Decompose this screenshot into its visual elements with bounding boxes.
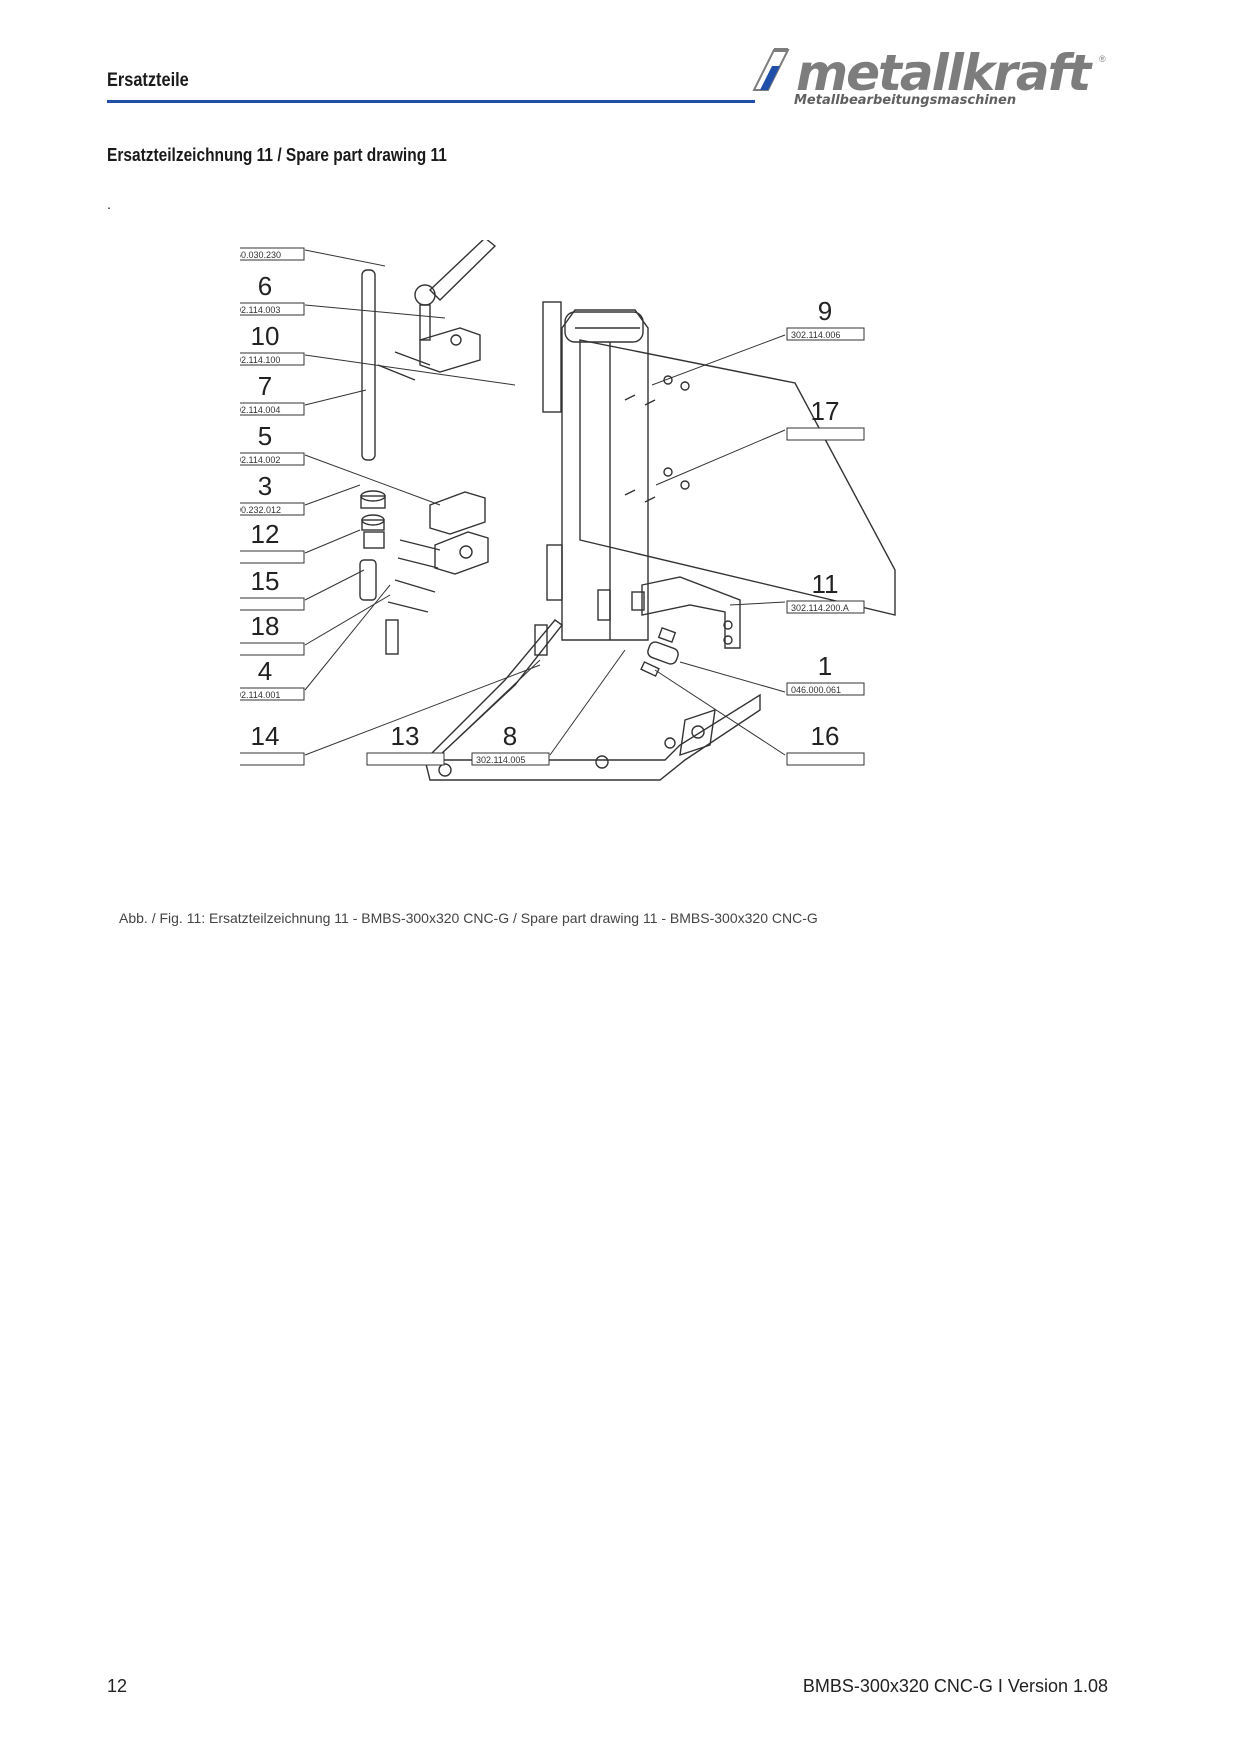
- logo-mark-icon: [752, 48, 790, 91]
- callout-code-box: [240, 597, 305, 611]
- base-arm: [424, 619, 564, 761]
- section-title: Ersatzteilzeichnung 11 / Spare part draw…: [107, 145, 447, 165]
- callout-code-box: [786, 327, 865, 341]
- callout-code-box: [240, 502, 305, 516]
- metallkraft-logo: metallkraft ® Metallbearbeitungsmaschine…: [752, 44, 1112, 114]
- footer-page-number: 12: [107, 1676, 128, 1696]
- callout-number: 2: [258, 240, 272, 246]
- callout-code-box: [786, 427, 865, 441]
- callout-part-code: 046.000.061: [791, 685, 841, 695]
- flange-plate: [679, 708, 716, 757]
- callout-part-code: 302.114.006: [791, 330, 840, 340]
- callout-code-box: [240, 550, 305, 564]
- callout-number: 3: [258, 471, 272, 501]
- stray-dot: .: [107, 196, 111, 212]
- callout-code-box: [240, 452, 305, 466]
- column-clamp: [546, 544, 563, 601]
- callout-code-box: [240, 247, 305, 261]
- base: [424, 693, 761, 781]
- figure-caption: Abb. / Fig. 11: Ersatzteilzeichnung 11 -…: [119, 910, 818, 926]
- callout-part-code: 302.114.100: [240, 355, 280, 365]
- leader-lines: [304, 249, 786, 756]
- callout-number: 5: [258, 421, 272, 451]
- callout-part-code: 302.114.005: [476, 755, 525, 765]
- callout-number: 7: [258, 371, 272, 401]
- callout-number: 14: [251, 721, 280, 751]
- callout-number: 17: [811, 396, 840, 426]
- callout-number: 10: [251, 321, 280, 351]
- block-lower-1: [429, 491, 486, 535]
- callout-code-box: [240, 752, 305, 766]
- callout-number: 6: [258, 271, 272, 301]
- drawing-parts: [359, 240, 896, 781]
- callout-code-box: [786, 600, 865, 614]
- callout-number: 9: [818, 296, 832, 326]
- callout-number: 12: [251, 519, 280, 549]
- callout-code-box: [240, 687, 305, 701]
- callout-part-code: 302.114.200.A: [791, 603, 849, 613]
- callout-number: 8: [503, 721, 517, 751]
- header-rule: [107, 100, 755, 103]
- column-cap: [564, 311, 644, 343]
- callout-labels: 2060.030.2306302.114.00310302.114.100730…: [240, 240, 865, 766]
- bracket: [641, 576, 741, 649]
- logo-registered-mark: ®: [1099, 54, 1106, 64]
- callout-number: 1: [818, 651, 832, 681]
- callout-code-box: [366, 752, 445, 766]
- callout-part-code: 290.232.012: [240, 505, 281, 515]
- spare-part-drawing: 2060.030.2306302.114.00310302.114.100730…: [240, 240, 896, 781]
- callout-part-code: 302.114.002: [240, 455, 280, 465]
- column-clamp-top: [542, 301, 562, 413]
- callout-number: 16: [811, 721, 840, 751]
- callout-number: 4: [258, 656, 272, 686]
- logo-subtitle: Metallbearbeitungsmaschinen: [794, 93, 1017, 108]
- page-header-title: Ersatzteile: [107, 70, 189, 91]
- callout-number: 11: [812, 569, 839, 599]
- callout-code-box: [240, 352, 305, 366]
- block-upper: [419, 327, 481, 373]
- callout-code-box: [471, 752, 550, 766]
- callout-part-code: 302.114.001: [240, 690, 280, 700]
- callout-number: 13: [391, 721, 420, 751]
- block-lower-2: [434, 531, 489, 575]
- callout-code-box: [240, 302, 305, 316]
- callout-part-code: 060.030.230: [240, 250, 281, 260]
- column: [561, 309, 649, 641]
- callout-code-box: [786, 752, 865, 766]
- callout-code-box: [240, 642, 305, 656]
- callout-number: 18: [251, 611, 280, 641]
- footer-document-version: BMBS-300x320 CNC-G I Version 1.08: [802, 1676, 1108, 1696]
- clamp-lever: [428, 240, 497, 301]
- logo-wordmark: metallkraft: [796, 44, 1091, 102]
- callout-number: 15: [251, 566, 280, 596]
- callout-part-code: 302.114.004: [240, 405, 280, 415]
- callout-code-box: [786, 682, 865, 696]
- back-plate: [579, 339, 896, 616]
- callout-code-box: [240, 402, 305, 416]
- callout-part-code: 302.114.003: [240, 305, 280, 315]
